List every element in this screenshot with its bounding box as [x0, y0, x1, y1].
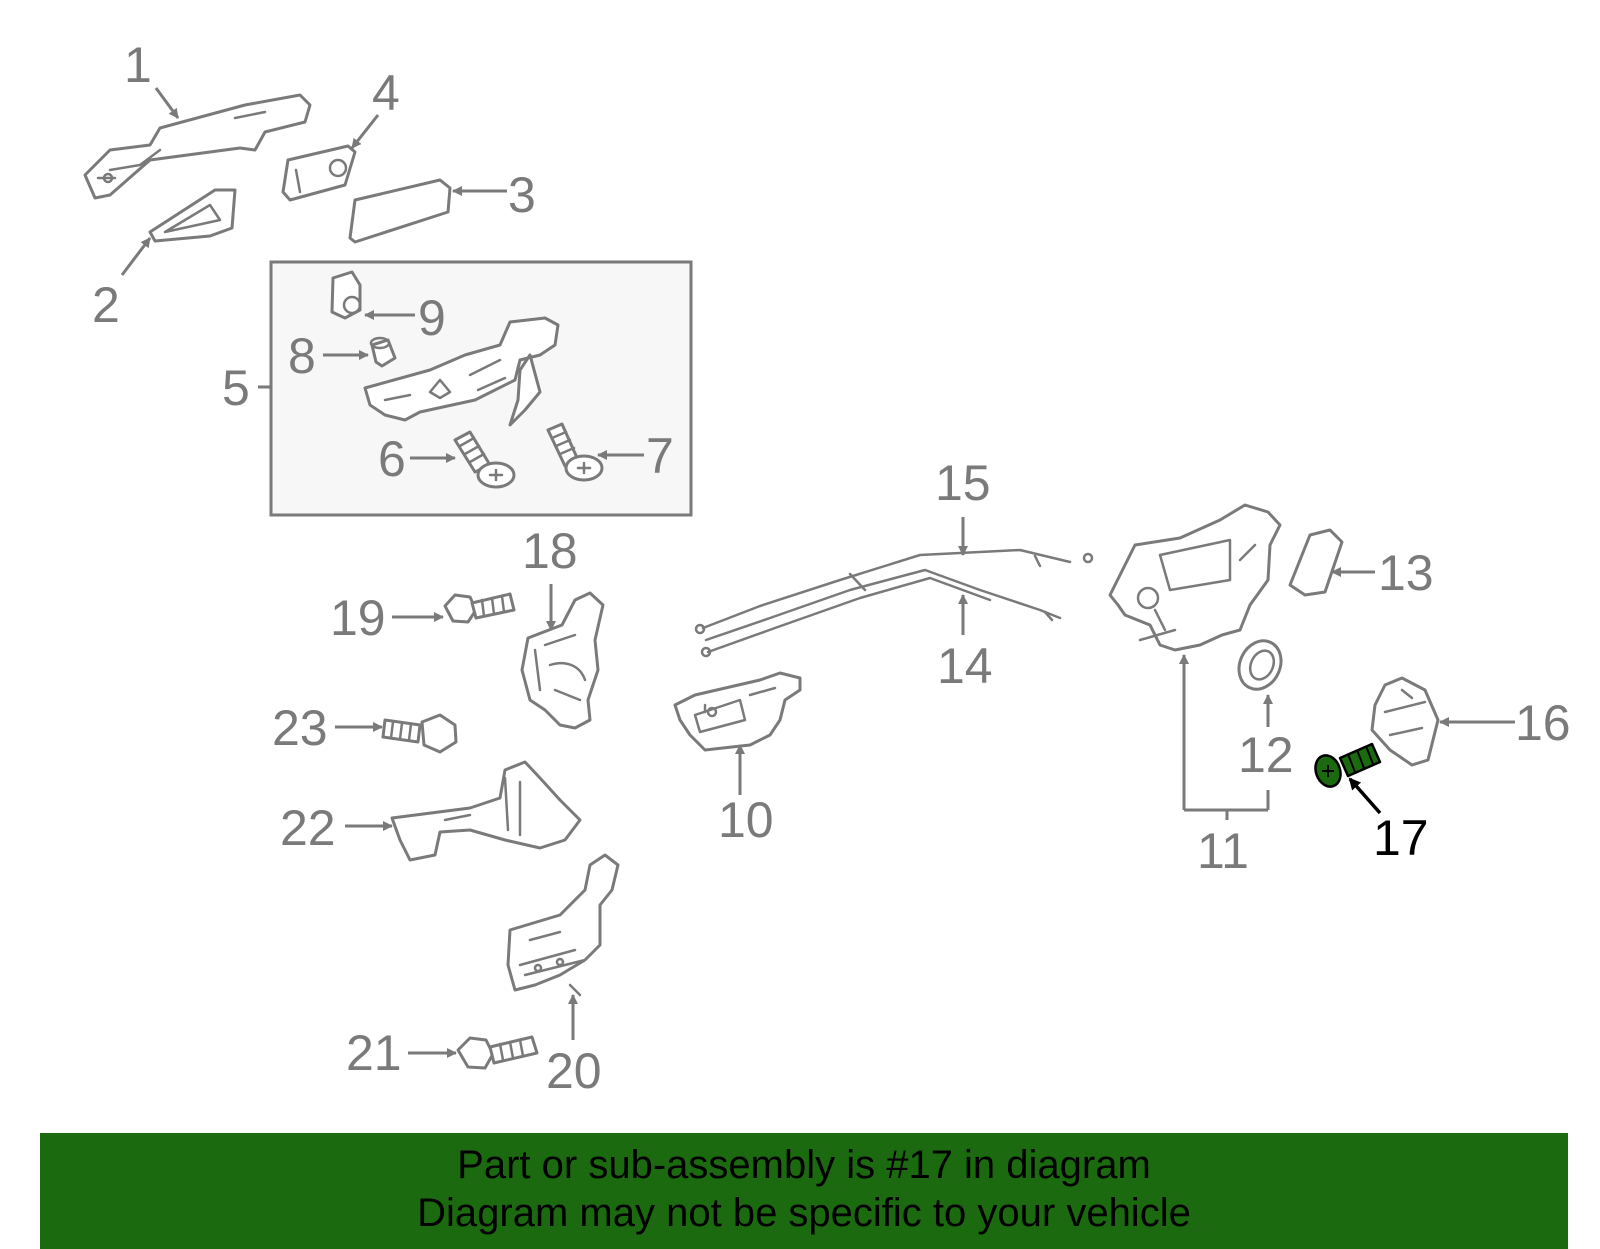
- callout-labels: 1 2 3 4 5 6 7 8 9 10 11 12 13 14 15 16 1…: [92, 37, 1571, 1099]
- banner-line-disclaimer: Diagram may not be specific to your vehi…: [417, 1191, 1191, 1235]
- part-21-bolt: [456, 1035, 539, 1070]
- callout-8: 8: [288, 328, 316, 384]
- callout-4: 4: [372, 65, 400, 121]
- callout-19: 19: [330, 590, 386, 646]
- callout-5: 5: [222, 360, 250, 416]
- part-20-hinge: [506, 853, 620, 997]
- callout-13: 13: [1378, 545, 1434, 601]
- callout-18: 18: [522, 523, 578, 579]
- callout-14: 14: [937, 638, 993, 694]
- info-banner: Part or sub-assembly is #17 in diagram D…: [40, 1133, 1568, 1249]
- callout-11: 11: [1197, 823, 1249, 879]
- callout-20: 20: [546, 1043, 602, 1099]
- part-2-handle-pad: [148, 188, 237, 243]
- part-22-check-link: [390, 760, 582, 862]
- part-12-grommet: [1237, 639, 1283, 691]
- callout-15: 15: [935, 455, 991, 511]
- part-6-screw: [453, 430, 516, 489]
- part-19-bolt: [443, 592, 516, 624]
- part-18-striker: [520, 591, 605, 730]
- part-3-cap: [348, 178, 452, 244]
- callout-7: 7: [646, 428, 674, 484]
- part-10-inside-handle: [673, 671, 802, 752]
- callout-21: 21: [346, 1025, 402, 1081]
- callout-6: 6: [378, 431, 406, 487]
- part-23-bolt: [381, 713, 458, 754]
- callout-2: 2: [92, 277, 120, 333]
- callout-22: 22: [280, 800, 336, 856]
- callout-16: 16: [1515, 695, 1571, 751]
- banner-line-part-number: Part or sub-assembly is #17 in diagram: [457, 1143, 1151, 1187]
- part-13-cover: [1288, 528, 1344, 597]
- callout-12: 12: [1238, 727, 1294, 783]
- part-14-15-cables: [694, 548, 1094, 658]
- callout-17: 17: [1373, 810, 1429, 866]
- part-9-clip: [330, 270, 362, 320]
- leader-lines: [120, 87, 1515, 1058]
- callout-10: 10: [718, 792, 774, 848]
- part-8-grommet: [369, 336, 397, 368]
- callout-9: 9: [418, 290, 446, 346]
- part-17-screw[interactable]: [1311, 742, 1382, 790]
- part-5-handle-frame: [363, 316, 560, 427]
- part-4-cylinder-cover: [281, 144, 357, 202]
- callout-3: 3: [508, 167, 536, 223]
- part-1-outer-handle: [83, 93, 312, 200]
- part-7-screw: [546, 422, 604, 482]
- callout-23: 23: [272, 700, 328, 756]
- part-16-striker-plate: [1370, 676, 1440, 767]
- callout-1: 1: [124, 37, 152, 93]
- part-11-lock-actuator: [1108, 503, 1282, 652]
